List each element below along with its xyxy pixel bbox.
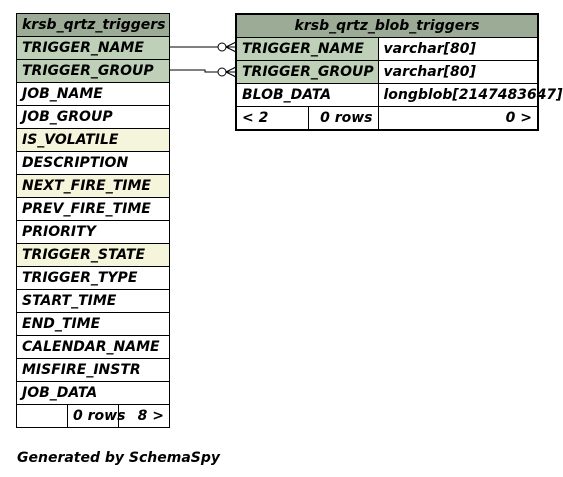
column-row[interactable]: END_TIME: [15, 312, 171, 336]
column-row[interactable]: NEXT_FIRE_TIME: [15, 174, 171, 198]
column-type: varchar[80]: [377, 37, 539, 61]
table-krsb-qrtz-blob-triggers: krsb_qrtz_blob_triggers TRIGGER_NAME var…: [235, 13, 563, 131]
column-row[interactable]: JOB_GROUP: [15, 105, 171, 129]
table-krsb-qrtz-triggers: krsb_qrtz_triggers TRIGGER_NAME TRIGGER_…: [15, 13, 171, 428]
table-title[interactable]: krsb_qrtz_blob_triggers: [235, 13, 539, 38]
column-list: TRIGGER_NAME TRIGGER_GROUP JOB_NAME JOB_…: [15, 36, 171, 428]
table-footer: 0 rows 8 >: [16, 404, 171, 428]
column-row: TRIGGER_NAME varchar[80]: [235, 37, 539, 61]
column-type: varchar[80]: [377, 60, 539, 84]
relation-trigger-group: [169, 69, 218, 73]
column-row[interactable]: JOB_NAME: [15, 82, 171, 106]
column-row[interactable]: PRIORITY: [15, 220, 171, 244]
table-title[interactable]: krsb_qrtz_triggers: [15, 13, 171, 37]
column-row[interactable]: TRIGGER_TYPE: [15, 266, 171, 290]
column-row[interactable]: CALENDAR_NAME: [15, 335, 171, 359]
column-type: longblob[2147483647]: [377, 83, 563, 107]
column-row[interactable]: MISFIRE_INSTR: [15, 358, 171, 382]
column-row: BLOB_DATA longblob[2147483647]: [235, 83, 563, 107]
row-count: 0 rows: [67, 404, 125, 428]
relation-trigger-name-optional-marker: [217, 42, 227, 52]
column-row[interactable]: START_TIME: [15, 289, 171, 313]
column-name[interactable]: BLOB_DATA: [235, 83, 379, 107]
column-list: TRIGGER_NAME varchar[80] TRIGGER_GROUP v…: [235, 37, 563, 131]
row-count: 0 rows: [307, 106, 379, 131]
column-row: TRIGGER_GROUP varchar[80]: [235, 60, 539, 84]
table-footer: < 2 0 rows 0 >: [235, 106, 539, 131]
column-row[interactable]: DESCRIPTION: [15, 151, 171, 175]
column-row[interactable]: TRIGGER_GROUP: [15, 59, 171, 83]
column-row[interactable]: IS_VOLATILE: [15, 128, 171, 152]
children-link[interactable]: 8 >: [117, 404, 171, 428]
parents-link[interactable]: < 2: [235, 106, 309, 131]
generated-by-text: Generated by SchemaSpy: [17, 450, 221, 466]
column-row[interactable]: TRIGGER_STATE: [15, 243, 171, 267]
parents-link[interactable]: [16, 404, 68, 428]
column-row[interactable]: PREV_FIRE_TIME: [15, 197, 171, 221]
children-link[interactable]: 0 >: [377, 106, 539, 131]
column-name[interactable]: TRIGGER_NAME: [235, 37, 379, 61]
relation-trigger-group-optional-marker: [217, 67, 227, 77]
column-name[interactable]: TRIGGER_GROUP: [235, 60, 379, 84]
column-row[interactable]: JOB_DATA: [15, 381, 171, 405]
column-row[interactable]: TRIGGER_NAME: [15, 36, 171, 60]
